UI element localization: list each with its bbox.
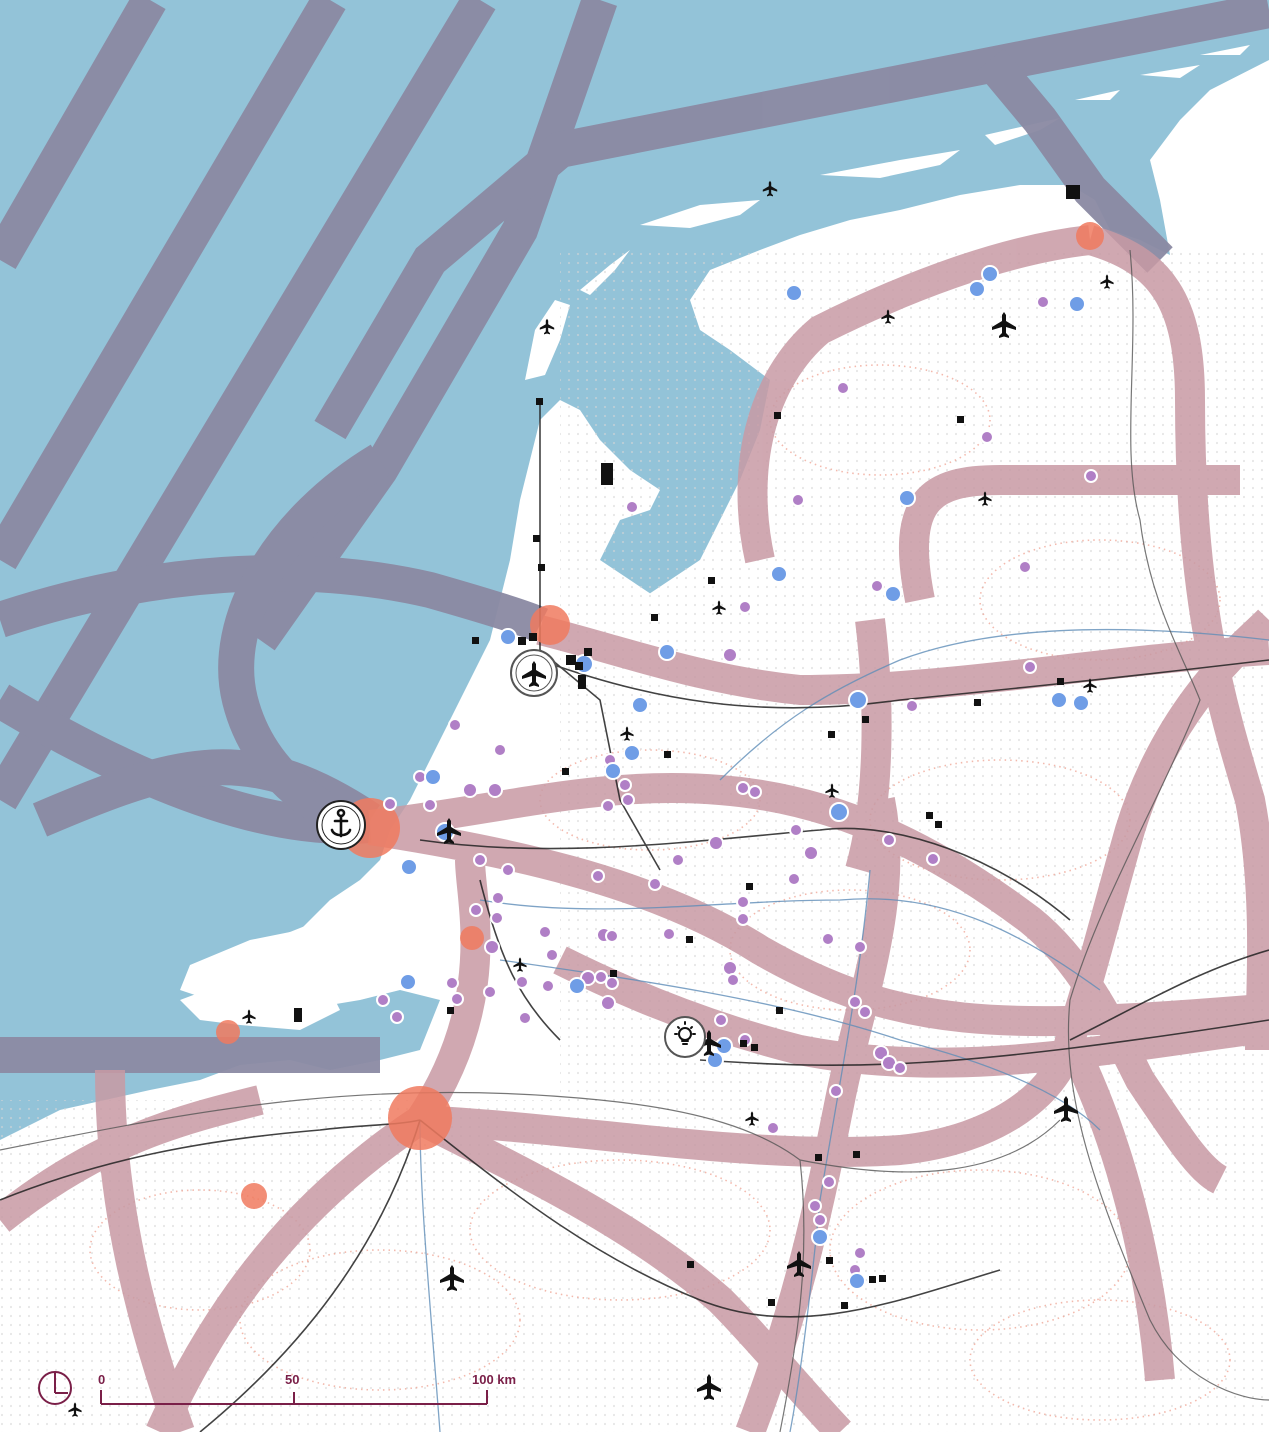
purple-nodes — [376, 295, 1098, 1277]
port-moerdijk — [460, 926, 484, 950]
scale-label-100km: 100 km — [472, 1372, 516, 1387]
facility-markers — [294, 185, 1080, 1309]
lightbulb-icon — [674, 1021, 696, 1045]
port-ghent — [241, 1183, 267, 1209]
north-arrow-icon — [38, 1371, 72, 1405]
borders — [0, 249, 1269, 1432]
port-nodes — [216, 222, 1104, 1209]
scale-label-50: 50 — [285, 1372, 299, 1387]
eindhoven-innovation-hub — [664, 1016, 706, 1058]
scale-label-0: 0 — [98, 1372, 105, 1387]
port-eemshaven — [1076, 222, 1104, 250]
anchor-icon — [330, 808, 352, 838]
scale-bar: 0 50 100 km — [98, 1372, 516, 1405]
port-antwerp — [388, 1086, 452, 1150]
transport-corridors — [0, 225, 1269, 1432]
port-amsterdam — [530, 605, 570, 645]
port-vlissingen — [216, 1020, 240, 1044]
schiphol-hub — [510, 649, 558, 697]
rotterdam-port-hub — [316, 800, 366, 850]
